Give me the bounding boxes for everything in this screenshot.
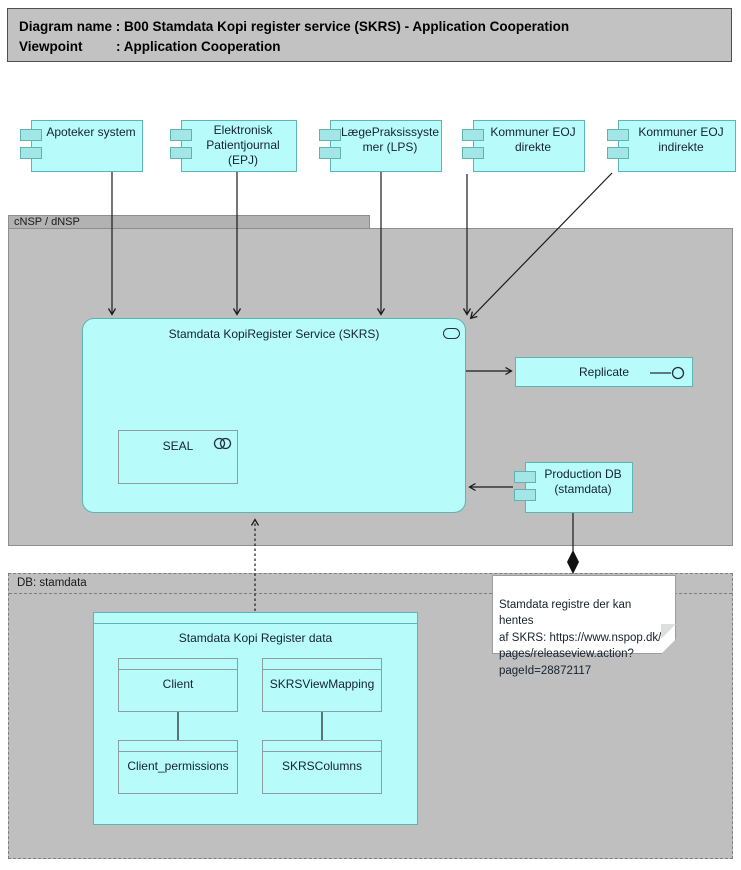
seal-box: SEAL xyxy=(118,430,238,484)
table-label: Client xyxy=(162,677,194,691)
component-tab-icon xyxy=(462,129,484,141)
component-kommuner-eoj-indirekte: Kommuner EOJ indirekte xyxy=(607,120,736,172)
replicate-box: Replicate xyxy=(515,357,693,387)
table-client-permissions: Client_permissions xyxy=(118,740,238,794)
component-tab-icon xyxy=(514,471,536,483)
data-object-top-bar xyxy=(94,613,417,624)
data-object-top-bar xyxy=(119,659,237,670)
component-tab-icon xyxy=(607,147,629,159)
component-label: Production DB (stamdata) xyxy=(544,467,622,496)
data-object-top-bar xyxy=(263,741,381,752)
table-label: Client_permissions xyxy=(127,759,229,773)
component-production-db: Production DB (stamdata) xyxy=(514,462,633,513)
group-cnsp-label: cNSP / dNSP xyxy=(14,216,80,228)
collaboration-icon xyxy=(213,437,232,450)
data-object-top-bar xyxy=(119,741,237,752)
component-label: Kommuner EOJ indirekte xyxy=(638,125,724,154)
diagram-title-line2: Viewpoint : Application Cooperation xyxy=(19,37,731,57)
note-fold-shade xyxy=(661,624,676,639)
note-fold-icon xyxy=(661,639,676,654)
table-client: Client xyxy=(118,658,238,712)
diagram-title-box: Diagram name : B00 Stamdata Kopi registe… xyxy=(7,8,732,62)
component-epj: Elektronisk Patientjournal (EPJ) xyxy=(170,120,297,172)
viewpoint-label: Viewpoint xyxy=(19,39,83,54)
replicate-label: Replicate xyxy=(578,365,630,379)
component-lps: LægePraksissyste mer (LPS) xyxy=(319,120,442,172)
component-tab-icon xyxy=(462,147,484,159)
component-kommuner-eoj-direkte: Kommuner EOJ direkte xyxy=(462,120,585,172)
component-tab-icon xyxy=(20,129,42,141)
diagram-title-line1: Diagram name : B00 Stamdata Kopi registe… xyxy=(19,19,570,34)
component-apoteker-system: Apoteker system xyxy=(20,120,143,172)
component-tab-icon xyxy=(319,129,341,141)
component-label: Apoteker system xyxy=(46,125,136,139)
note-text: Stamdata registre der kan hentes af SKRS… xyxy=(499,598,662,677)
data-object-title: Stamdata Kopi Register data xyxy=(178,631,333,645)
data-object-top-bar xyxy=(263,659,381,670)
table-skrsviewmapping: SKRSViewMapping xyxy=(262,658,382,712)
component-tab-icon xyxy=(607,129,629,141)
interface-icon xyxy=(650,366,685,380)
seal-label: SEAL xyxy=(162,439,194,453)
component-tab-icon xyxy=(20,147,42,159)
viewpoint-value: : Application Cooperation xyxy=(116,39,281,54)
service-skrs-label: Stamdata KopiRegister Service (SKRS) xyxy=(168,327,380,341)
component-tab-icon xyxy=(170,147,192,159)
aggregation-diamond-icon xyxy=(567,550,579,574)
group-db-label: DB: stamdata xyxy=(9,574,732,594)
component-tab-icon xyxy=(170,129,192,141)
table-skrscolumns: SKRSColumns xyxy=(262,740,382,794)
component-label: Elektronisk Patientjournal (EPJ) xyxy=(206,123,280,167)
group-cnsp-tab: cNSP / dNSP xyxy=(8,215,370,229)
component-label: Kommuner EOJ direkte xyxy=(490,125,576,154)
component-label: LægePraksissyste mer (LPS) xyxy=(341,125,440,154)
table-label: SKRSViewMapping xyxy=(269,677,375,691)
component-tab-icon xyxy=(514,489,536,501)
component-tab-icon xyxy=(319,147,341,159)
note-skrs-registers: Stamdata registre der kan hentes af SKRS… xyxy=(492,575,676,677)
application-service-icon xyxy=(443,328,460,339)
table-label: SKRSColumns xyxy=(281,759,363,773)
